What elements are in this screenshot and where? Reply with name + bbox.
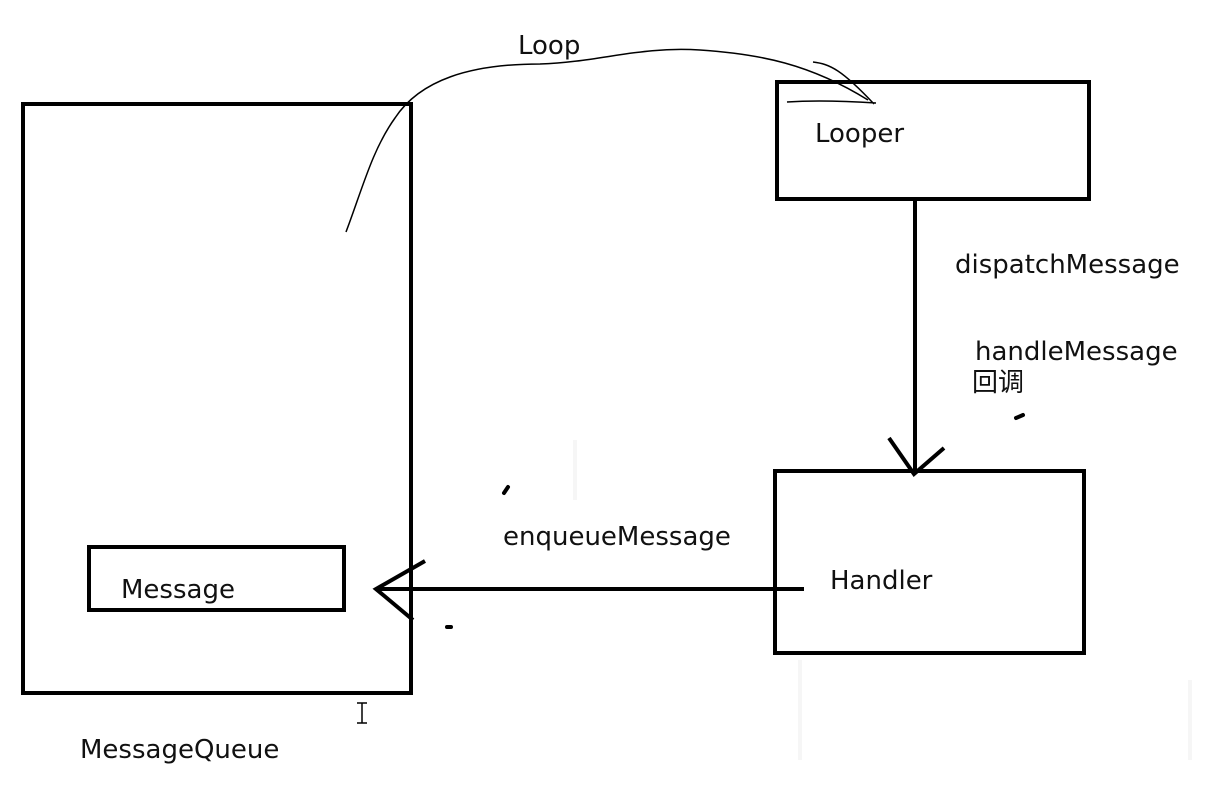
message-queue-box [21,102,413,695]
loop-arrowhead [786,61,877,105]
dispatch-arrowhead [887,436,946,477]
handler-box [773,469,1086,655]
looper-box [775,80,1091,201]
watermark [573,440,1192,760]
message-queue-label: MessageQueue [80,735,280,765]
loop-curve [345,48,869,233]
message-box [87,545,346,612]
dispatch-message-label: dispatchMessage [955,250,1180,280]
handle-message-label: handleMessage [975,337,1178,367]
stray-marks [445,413,1025,629]
looper-label: Looper [815,119,905,149]
text-cursor-icon [357,702,367,724]
message-label: Message [121,575,235,605]
enqueue-message-label: enqueueMessage [503,522,731,552]
loop-label: Loop [518,31,581,61]
handler-label: Handler [830,566,933,596]
enqueue-arrowhead [372,559,426,622]
callback-label: 回调 [972,368,1025,398]
